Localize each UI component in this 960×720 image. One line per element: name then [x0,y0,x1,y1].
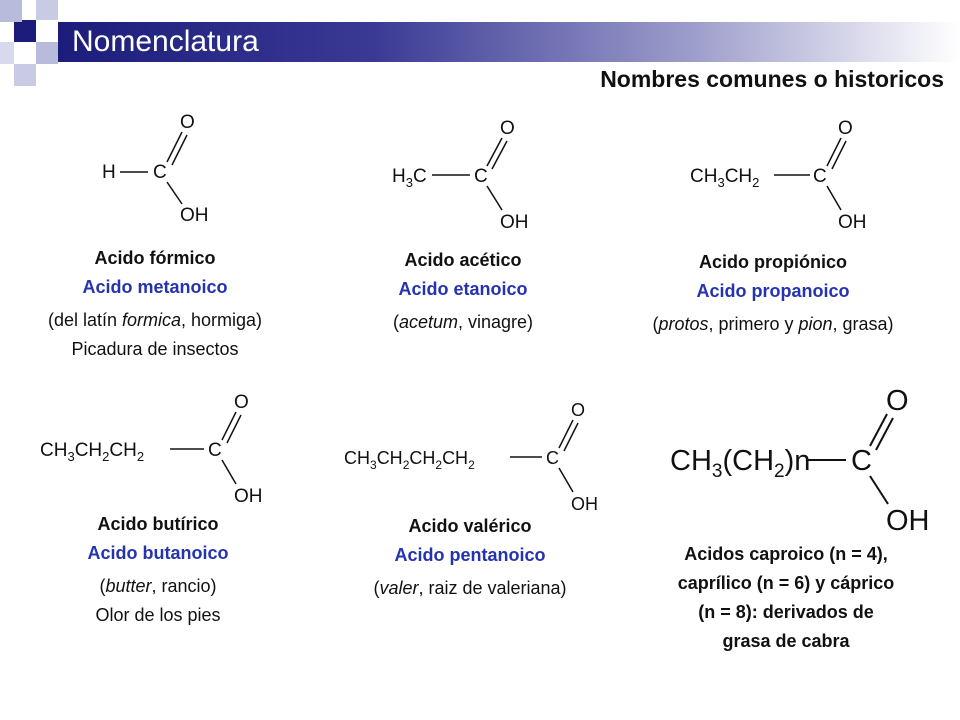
caption-line: grasa de cabra [722,631,850,651]
atom-label-o: O [234,392,249,413]
structure-propionic-acid: CH3CH2 C O OH [688,116,888,236]
iupac-name: Acido metanoico [82,277,228,297]
caption-line: (n = 8): derivados de [698,602,874,622]
deco-square-light [14,64,36,86]
atom-label-o: O [500,118,515,139]
caption-valeric-acid: Acido valérico Acido pentanoico (valer, … [316,512,624,603]
atom-label-oh: OH [886,505,930,537]
atom-label-c: C [546,448,559,468]
structure-formic-acid: H C O OH [100,108,230,226]
atom-label-oh: OH [234,486,263,507]
atom-label-ch3ch2n: CH3(CH2)n [670,445,810,482]
common-name: Acido butírico [97,514,219,534]
atom-label-o: O [180,112,195,133]
atom-label-c: C [208,440,222,461]
atom-label-ch3ch2ch2ch2: CH3CH2CH2CH2 [344,448,475,472]
structure-butyric-acid: CH3CH2CH2 C O OH [38,390,298,510]
page-title: Nomenclatura [72,25,259,58]
deco-square-light [36,0,58,20]
atom-label-h3c: H3C [392,166,427,190]
atom-label-ch3ch2: CH3CH2 [690,166,759,190]
atom-label-oh: OH [500,212,529,233]
atom-label-h: H [102,162,116,183]
caption-butyric-acid: Acido butírico Acido butanoico (butter, … [0,510,316,630]
caption-formic-acid: Acido fórmico Acido metanoico (del latín… [0,244,310,364]
iupac-name: Acido butanoico [87,543,229,563]
etymology: (valer, raiz de valeriana) [373,578,567,598]
atom-label-oh: OH [180,205,209,226]
caption-acetic-acid: Acido acético Acido etanoico (acetum, vi… [310,246,616,337]
common-name: Acido valérico [408,516,532,536]
note: Picadura de insectos [71,339,239,359]
structure-valeric-acid: CH3CH2CH2CH2 C O OH [342,398,612,518]
caption-general-acids: Acidos caproico (n = 4), caprílico (n = … [622,540,950,656]
etymology: (del latín formica, hormiga) [47,310,263,330]
atom-label-o: O [571,400,585,420]
iupac-name: Acido propanoico [696,281,850,301]
atom-label-o: O [886,385,909,417]
common-name: Acido acético [404,250,522,270]
deco-square-light [0,0,22,22]
caption-propionic-acid: Acido propiónico Acido propanoico (proto… [600,248,946,339]
deco-square-light [36,42,58,64]
atom-label-oh: OH [838,212,867,233]
atom-label-ch3ch2ch2: CH3CH2CH2 [40,440,144,464]
section-subtitle: Nombres comunes o historicos [600,66,944,92]
deco-square-light [0,42,14,64]
etymology: (protos, primero y pion, grasa) [652,314,894,334]
iupac-name: Acido etanoico [398,279,528,299]
note: Olor de los pies [95,605,221,625]
etymology: (acetum, vinagre) [392,312,534,332]
structure-general-acid: CH3(CH2)n C O OH [668,385,958,538]
atom-label-c: C [474,166,488,187]
title-bar [58,22,960,62]
common-name: Acido propiónico [699,252,847,272]
atom-label-c: C [851,445,872,477]
atom-label-c: C [813,166,827,187]
etymology: (butter, rancio) [99,576,217,596]
atom-label-c: C [153,162,167,183]
atom-label-o: O [838,118,853,139]
structure-acetic-acid: H3C C O OH [390,116,550,236]
atom-label-oh: OH [571,494,598,514]
common-name: Acido fórmico [94,248,216,268]
deco-square-dark [14,20,36,42]
caption-line: caprílico (n = 6) y cáprico [677,573,895,593]
iupac-name: Acido pentanoico [394,545,546,565]
caption-line: Acidos caproico (n = 4), [684,544,888,564]
